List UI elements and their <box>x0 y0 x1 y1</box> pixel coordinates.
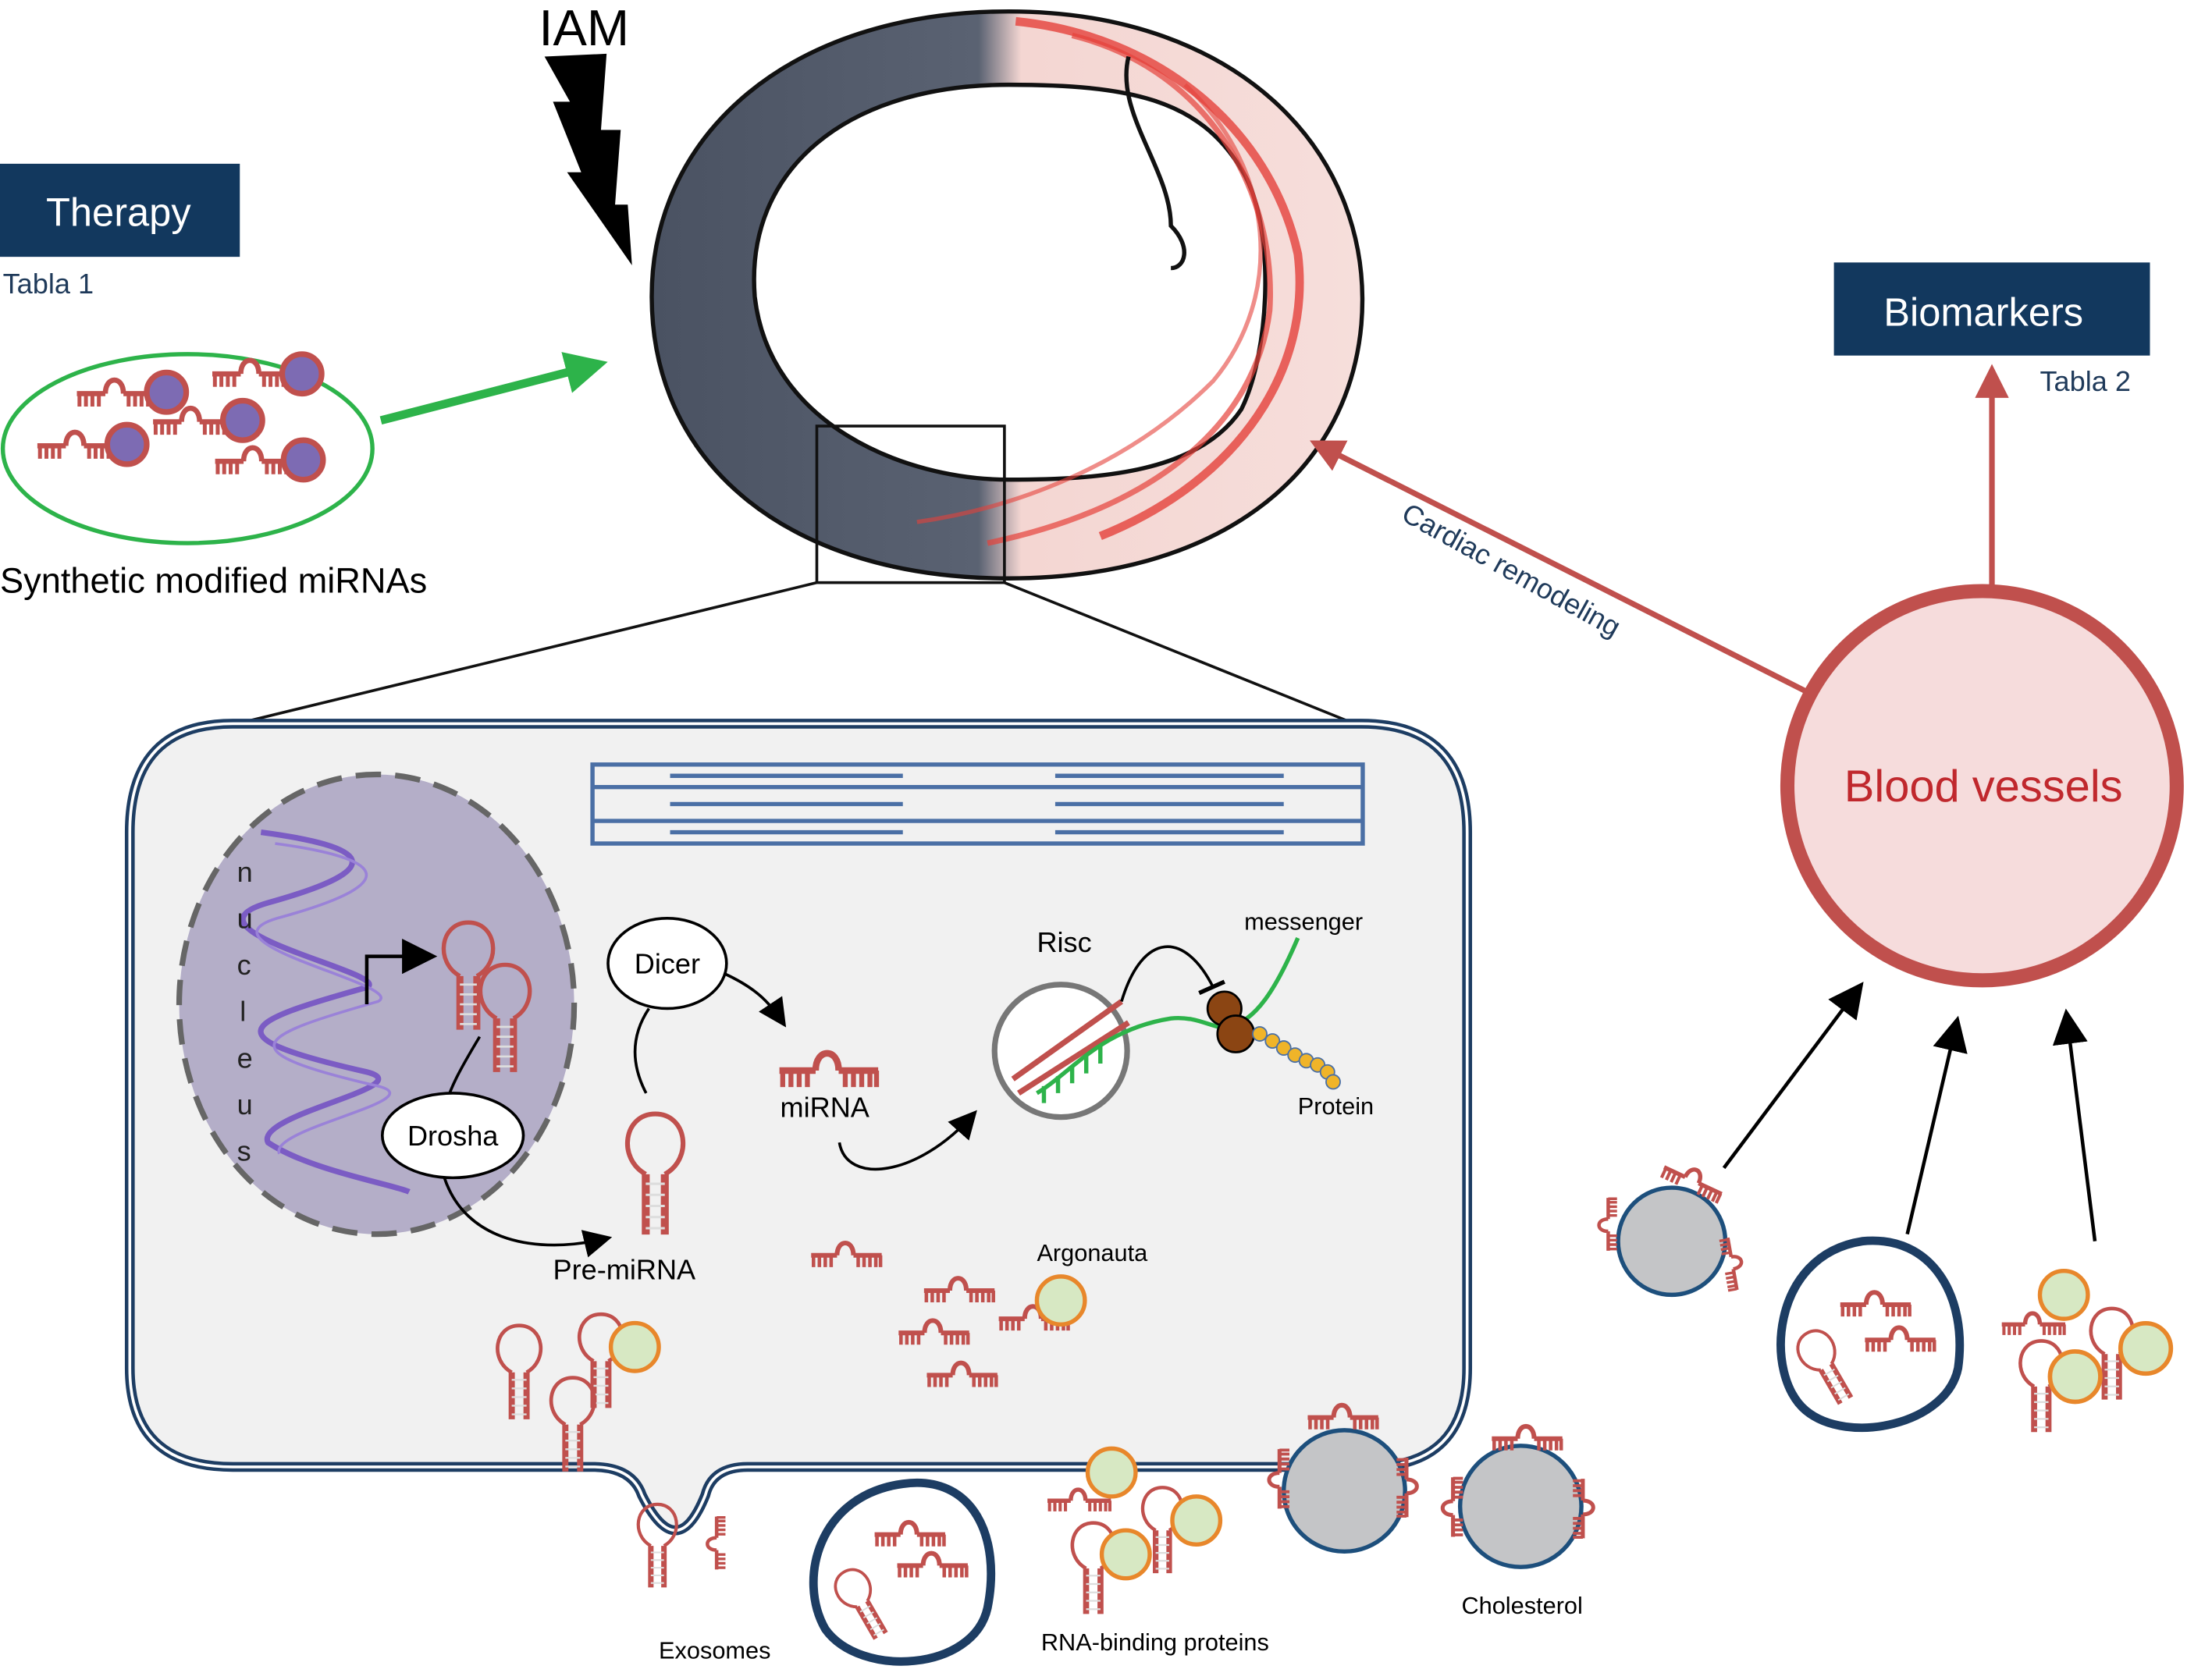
dicer-arrow <box>723 971 787 1028</box>
exosomes-label: Exosomes <box>659 1637 770 1664</box>
protein-label: Protein <box>1298 1092 1374 1120</box>
transcription-arrow <box>365 939 438 1005</box>
drosha-export-arrow <box>443 1177 613 1258</box>
circulating-lipoprotein <box>1599 1157 1746 1298</box>
svg-text:l: l <box>240 996 246 1028</box>
risc-label: Risc <box>1037 926 1091 958</box>
drosha-enzyme <box>380 1092 525 1180</box>
mirna-to-risc-arrow <box>838 1110 977 1171</box>
biomarkers-title: Biomarkers <box>1883 290 2083 335</box>
cholesterol-label: Cholesterol <box>1461 1592 1582 1619</box>
cardiac-remodeling-label: Cardiac remodeling <box>1396 496 1626 643</box>
therapy-arrow <box>379 352 608 425</box>
rna-binding-proteins-label: RNA-binding proteins <box>1041 1628 1269 1656</box>
argonaute-protein <box>1037 1277 1084 1324</box>
lipoprotein-to-vessel-arrow <box>1722 982 1864 1170</box>
blood-vessels-circle <box>1780 584 2184 988</box>
iam-label: IAM <box>539 0 629 56</box>
svg-text:u: u <box>237 902 253 934</box>
zoom-region-box <box>815 424 1006 584</box>
svg-text:u: u <box>237 1089 253 1121</box>
protein-chain <box>1252 1026 1341 1090</box>
biomarkers-box <box>1833 262 2150 356</box>
cardiac-remodeling-arrow <box>1310 440 1808 694</box>
drosha-label: Drosha <box>407 1120 499 1152</box>
svg-text:e: e <box>237 1042 253 1074</box>
protein-to-vessel-arrow <box>2052 1008 2097 1241</box>
risc-complex <box>991 982 1130 1121</box>
nucleus-label: n u c l e u s <box>237 856 253 1167</box>
exosome-to-vessel-arrow <box>1905 1015 1968 1235</box>
dicer-label: Dicer <box>635 947 700 979</box>
dicer-enzyme <box>606 917 728 1010</box>
argonaute-protein <box>611 1323 659 1371</box>
synthetic-mirna-molecules <box>37 351 326 483</box>
exosome <box>809 1478 996 1666</box>
inhibition-line <box>1120 945 1214 1002</box>
therapy-caption: Synthetic modified miRNAs <box>0 560 427 600</box>
svg-text:s: s <box>237 1135 251 1167</box>
synthetic-mirna-group <box>0 352 375 545</box>
therapy-table-ref: Tabla 1 <box>3 268 94 300</box>
messenger-rna <box>1036 937 1300 1096</box>
blood-vessels-label: Blood vessels <box>1844 762 2123 812</box>
messenger-label: messenger <box>1244 907 1363 935</box>
sarcomere <box>590 762 1365 846</box>
circulating-exosome <box>1776 1236 1965 1433</box>
svg-text:n: n <box>237 856 253 888</box>
rna-binding-proteins <box>1047 1448 1220 1614</box>
circulating-rna-binding-proteins <box>2002 1271 2171 1433</box>
heart-cross-section <box>225 9 1365 728</box>
dna-strand <box>240 829 411 1195</box>
mirna-label: miRNA <box>780 1092 870 1124</box>
argonauta-label: Argonauta <box>1037 1239 1148 1266</box>
svg-text:c: c <box>237 949 251 981</box>
exosome-mirna <box>707 1517 725 1570</box>
pre-mirna-label: Pre-miRNA <box>553 1254 697 1286</box>
lightning-bolt-icon <box>544 53 632 265</box>
lipoprotein-particle <box>1442 1426 1593 1569</box>
therapy-title: Therapy <box>46 190 191 234</box>
therapy-box <box>0 163 240 258</box>
biomarkers-table-ref: Tabla 2 <box>2040 365 2131 397</box>
lipoprotein-particle <box>1269 1405 1417 1554</box>
